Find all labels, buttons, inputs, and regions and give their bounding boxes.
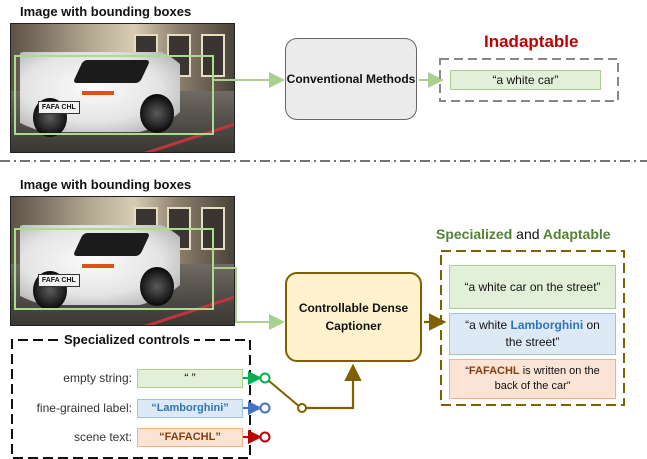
control-red-node — [259, 431, 271, 443]
bottom-image-to-captioner-arrow — [214, 267, 285, 330]
caption-blue-post: on the street” — [505, 318, 600, 349]
control-fine-grained-label: fine-grained label: — [36, 401, 132, 415]
control-blue-node — [259, 402, 271, 414]
controls-dashed-frame — [11, 339, 251, 459]
caption-blue-highlight: Lamborghini — [510, 318, 584, 332]
control-empty-string-value: “ ” — [137, 369, 243, 388]
top-bounding-box — [14, 55, 214, 135]
top-license-plate: FAFA CHL — [37, 100, 80, 114]
specialized-adaptable-title: Specialized and Adaptable — [436, 226, 611, 242]
bottom-car-photo: FAFA CHL — [10, 196, 235, 326]
caption-orange: “FAFACHL is written on the back of the c… — [449, 359, 616, 399]
adaptable-word: Adaptable — [542, 226, 611, 242]
caption-blue-pre: “a white — [465, 318, 511, 332]
switch-pivot — [297, 403, 307, 413]
bottom-bounding-box — [14, 228, 214, 310]
control-empty-string-label: empty string: — [63, 371, 132, 385]
control-fine-grained-value: “Lamborghini” — [137, 399, 243, 418]
control-scene-text-label: scene text: — [73, 430, 132, 444]
bottom-image-header: Image with bounding boxes — [20, 177, 192, 192]
caption-green-text: “a white car on the street” — [464, 279, 601, 294]
control-scene-text-value: “FAFACHL” — [137, 428, 243, 447]
caption-orange-post: is written on the back of the car” — [494, 365, 600, 392]
caption-orange-pre: “ — [465, 365, 469, 377]
inadaptable-label: Inadaptable — [484, 32, 579, 51]
top-caption-box: “a white car” — [450, 70, 601, 90]
switch-lever — [268, 380, 301, 408]
and-word: and — [516, 226, 540, 242]
captions-dashed-frame — [440, 250, 625, 406]
caption-orange-highlight: FAFACHL — [468, 365, 520, 377]
controllable-dense-captioner-box: Controllable Dense Captioner — [285, 272, 422, 362]
caption-green: “a white car on the street” — [449, 265, 616, 309]
specialized-controls-title: Specialized controls — [60, 332, 194, 347]
conventional-methods-box: Conventional Methods — [285, 38, 417, 120]
top-caption-dashed-frame — [439, 58, 619, 102]
caption-blue: “a white Lamborghini on the street” — [449, 313, 616, 355]
top-image-header: Image with bounding boxes — [20, 4, 192, 19]
control-green-node — [259, 372, 271, 384]
switch-to-captioner-arrow — [306, 363, 362, 410]
specialized-word: Specialized — [436, 226, 513, 242]
bottom-license-plate: FAFA CHL — [37, 273, 80, 287]
